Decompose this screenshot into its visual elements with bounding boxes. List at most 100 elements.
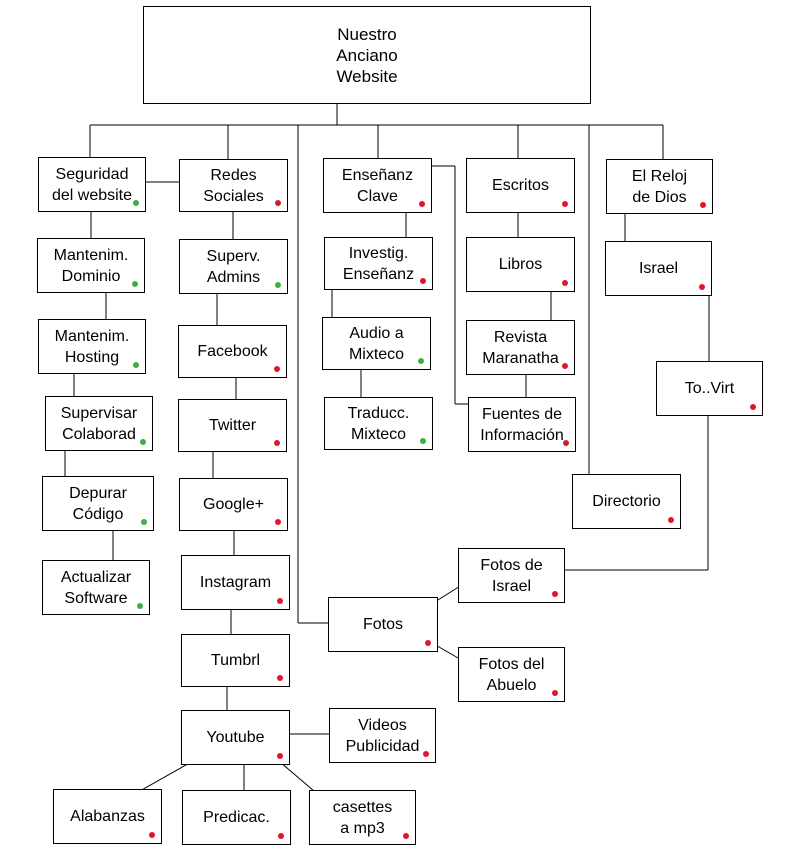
node-label-line: Twitter: [208, 417, 257, 434]
node-label-line: Dominio: [61, 267, 121, 285]
node-label-line: Traducc.: [347, 404, 410, 422]
node-label-line: Código: [72, 505, 124, 523]
node-label-line: Supervisar: [60, 404, 138, 422]
node-label-line: Hosting: [64, 348, 120, 366]
node-label-line: Superv.: [206, 247, 261, 265]
node-label-line: Software: [64, 589, 128, 607]
status-dot-red: [274, 366, 280, 372]
node-label-line: Enseñanz: [341, 166, 414, 184]
node-label-line: Sociales: [203, 187, 264, 205]
node-tumbrl: Tumbrl: [181, 634, 290, 687]
node-label-line: Abuelo: [486, 676, 537, 694]
status-dot-red: [277, 753, 283, 759]
node-label-line: Mantenim.: [54, 327, 130, 345]
status-dot-green: [133, 362, 139, 368]
node-label-line: Investig.: [348, 244, 409, 262]
node-fuentes: Fuentes de Información: [468, 397, 576, 452]
status-dot-red: [274, 440, 280, 446]
node-twitter: Twitter: [178, 399, 287, 452]
status-dot-green: [418, 358, 424, 364]
status-dot-green: [132, 281, 138, 287]
node-investig: Investig.Enseñanz: [324, 237, 433, 290]
node-label-line: Fotos de: [480, 556, 543, 574]
node-alabanzas: Alabanzas: [53, 789, 162, 844]
node-label-line: To..Virt: [684, 380, 735, 397]
node-label-line: Youtube: [206, 729, 265, 746]
status-dot-red: [562, 363, 568, 369]
status-dot-red: [403, 833, 409, 839]
node-label-line: Audio a: [349, 324, 404, 342]
status-dot-red: [419, 201, 425, 207]
status-dot-green: [275, 282, 281, 288]
node-seguridad: Seguridad del website: [38, 157, 146, 212]
status-dot-red: [277, 598, 283, 604]
node-label-line: Mixteco: [350, 425, 407, 443]
status-dot-red: [750, 404, 756, 410]
node-label-line: Mixteco: [348, 345, 405, 363]
node-label-line: Nuestro: [337, 24, 397, 44]
status-dot-red: [562, 201, 568, 207]
node-facebook: Facebook: [178, 325, 287, 378]
status-dot-red: [700, 202, 706, 208]
node-label-line: Directorio: [592, 493, 661, 510]
node-mant-dominio: Mantenim.Dominio: [37, 238, 145, 293]
status-dot-red: [552, 591, 558, 597]
node-fotos: Fotos: [328, 597, 438, 652]
status-dot-green: [137, 603, 143, 609]
node-predicac: Predicac.: [182, 790, 291, 845]
node-superv-admins: Superv. Admins: [179, 239, 288, 294]
node-label-line: Tumbrl: [210, 652, 261, 669]
node-label-line: Seguridad: [55, 165, 129, 183]
node-label-line: Revista: [493, 328, 548, 346]
status-dot-green: [420, 438, 426, 444]
status-dot-red: [275, 200, 281, 206]
status-dot-red: [668, 517, 674, 523]
node-label-line: Depurar: [69, 484, 127, 502]
node-label-line: Google+: [203, 496, 264, 513]
node-instagram: Instagram: [181, 555, 290, 610]
node-label-line: Admins: [206, 268, 261, 286]
node-fotos-israel: Fotos de Israel: [458, 548, 565, 603]
node-label-line: Clave: [357, 187, 398, 205]
node-googleplus: Google+: [179, 478, 288, 531]
node-directorio: Directorio: [572, 474, 681, 529]
node-label-line: Israel: [638, 260, 679, 277]
node-label-line: Fotos: [362, 616, 403, 633]
node-tovirt: To..Virt: [656, 361, 763, 416]
node-label-line: Fotos del: [478, 655, 545, 673]
status-dot-red: [149, 832, 155, 838]
status-dot-red: [275, 519, 281, 525]
node-israel: Israel: [605, 241, 712, 296]
node-label-line: casettes: [332, 798, 393, 816]
node-traducc: Traducc. Mixteco: [324, 397, 433, 450]
status-dot-red: [423, 751, 429, 757]
node-label-line: Escritos: [492, 177, 549, 194]
node-label-line: Anciano: [336, 45, 398, 65]
node-label-line: Fuentes de: [481, 405, 563, 423]
node-label-line: Israel: [491, 577, 532, 595]
status-dot-red: [563, 440, 569, 446]
node-label-line: Información: [480, 426, 564, 444]
status-dot-red: [278, 833, 284, 839]
node-audio: Audio a Mixteco: [322, 317, 431, 370]
node-label-line: Maranatha: [482, 349, 559, 367]
node-label-line: El Reloj: [631, 167, 688, 185]
node-label-line: Alabanzas: [70, 808, 145, 825]
status-dot-green: [133, 200, 139, 206]
node-label-line: Predicac.: [203, 809, 270, 826]
status-dot-red: [562, 280, 568, 286]
status-dot-red: [420, 278, 426, 284]
status-dot-green: [141, 519, 147, 525]
node-label-line: del website: [51, 186, 133, 204]
node-label-line: Website: [336, 66, 398, 86]
